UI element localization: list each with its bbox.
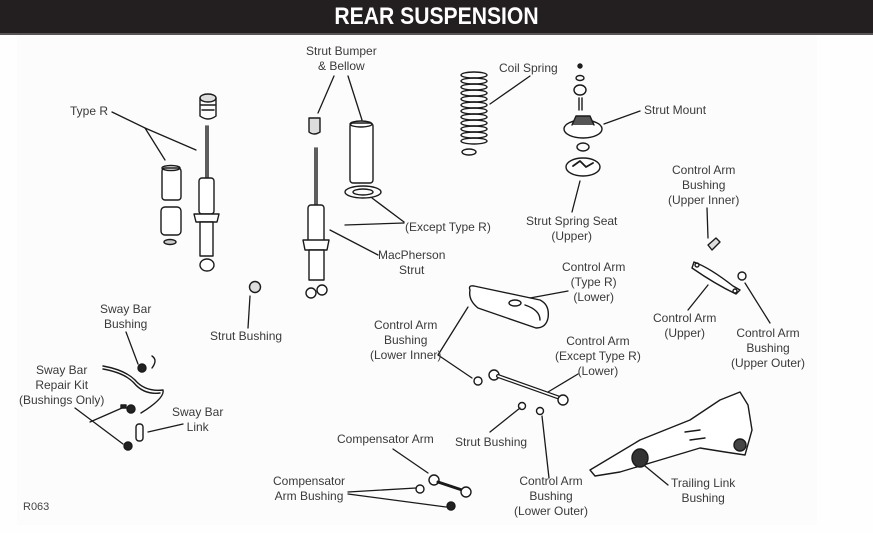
label-control-arm-bushing-upper-outer: Control Arm Bushing (Upper Outer) <box>731 326 806 370</box>
label-macpherson-strut: MacPherson Strut <box>378 248 446 277</box>
control-arm-upper <box>691 261 741 295</box>
label-strut-mount: Strut Mount <box>644 103 707 117</box>
control-arm-bushing-upper-inner <box>707 237 721 251</box>
label-strut-bushing: Strut Bushing <box>210 329 283 343</box>
label-coil-spring: Coil Spring <box>499 61 558 75</box>
label-control-arm-type-r-lower: Control Arm (Type R) (Lower) <box>562 260 626 304</box>
label-control-arm-upper: Control Arm (Upper) <box>653 311 717 340</box>
page-title: REAR SUSPENSION <box>334 3 539 30</box>
type-r-strut-bumper <box>199 93 217 120</box>
compensator-arm <box>415 474 472 511</box>
strut-mount <box>563 63 603 152</box>
label-control-arm-bushing-lower-outer: Control Arm Bushing (Lower Outer) <box>514 474 589 518</box>
header-bar: REAR SUSPENSION <box>0 0 873 35</box>
label-strut-bumper-bellow: Strut Bumper & Bellow <box>306 44 377 73</box>
type-r-strut <box>193 125 220 272</box>
label-trailing-link-bushing: Trailing Link Bushing <box>671 476 736 505</box>
figure-code: R063 <box>23 501 50 513</box>
label-compensator-arm: Compensator Arm <box>337 432 434 446</box>
coil-spring <box>460 71 488 156</box>
leader-lines <box>74 75 771 508</box>
trailing-arm <box>589 391 753 477</box>
label-sway-bar-link: Sway Bar Link <box>172 405 224 434</box>
label-strut-spring-seat: Strut Spring Seat (Upper) <box>526 214 618 243</box>
sway-bar <box>102 355 164 451</box>
label-compensator-arm-bushing: Compensator Arm Bushing <box>273 474 346 503</box>
label-control-arm-except-type-r-lower: Control Arm (Except Type R) (Lower) <box>555 334 641 378</box>
strut-bellow <box>344 120 382 199</box>
control-arm-type-r-lower <box>468 285 550 329</box>
control-arm-except-type-r-lower <box>473 369 569 416</box>
macpherson-strut <box>302 117 330 299</box>
label-sway-bar-repair-kit: Sway Bar Repair Kit (Bushings Only) <box>19 363 105 407</box>
strut-spring-seat <box>565 157 601 177</box>
type-r-bellow <box>160 164 182 246</box>
label-strut-bushing-lower: Strut Bushing <box>455 435 528 449</box>
label-control-arm-bushing-lower-inner: Control Arm Bushing (Lower Inner) <box>370 318 442 362</box>
label-except-type-r: (Except Type R) <box>405 220 491 234</box>
label-sway-bar-bushing: Sway Bar Bushing <box>100 302 152 331</box>
label-type-r: Type R <box>70 104 109 118</box>
control-arm-bushing-upper-outer <box>737 271 747 281</box>
strut-bushing-part <box>248 280 262 294</box>
label-control-arm-bushing-upper-inner: Control Arm Bushing (Upper Inner) <box>668 163 740 207</box>
